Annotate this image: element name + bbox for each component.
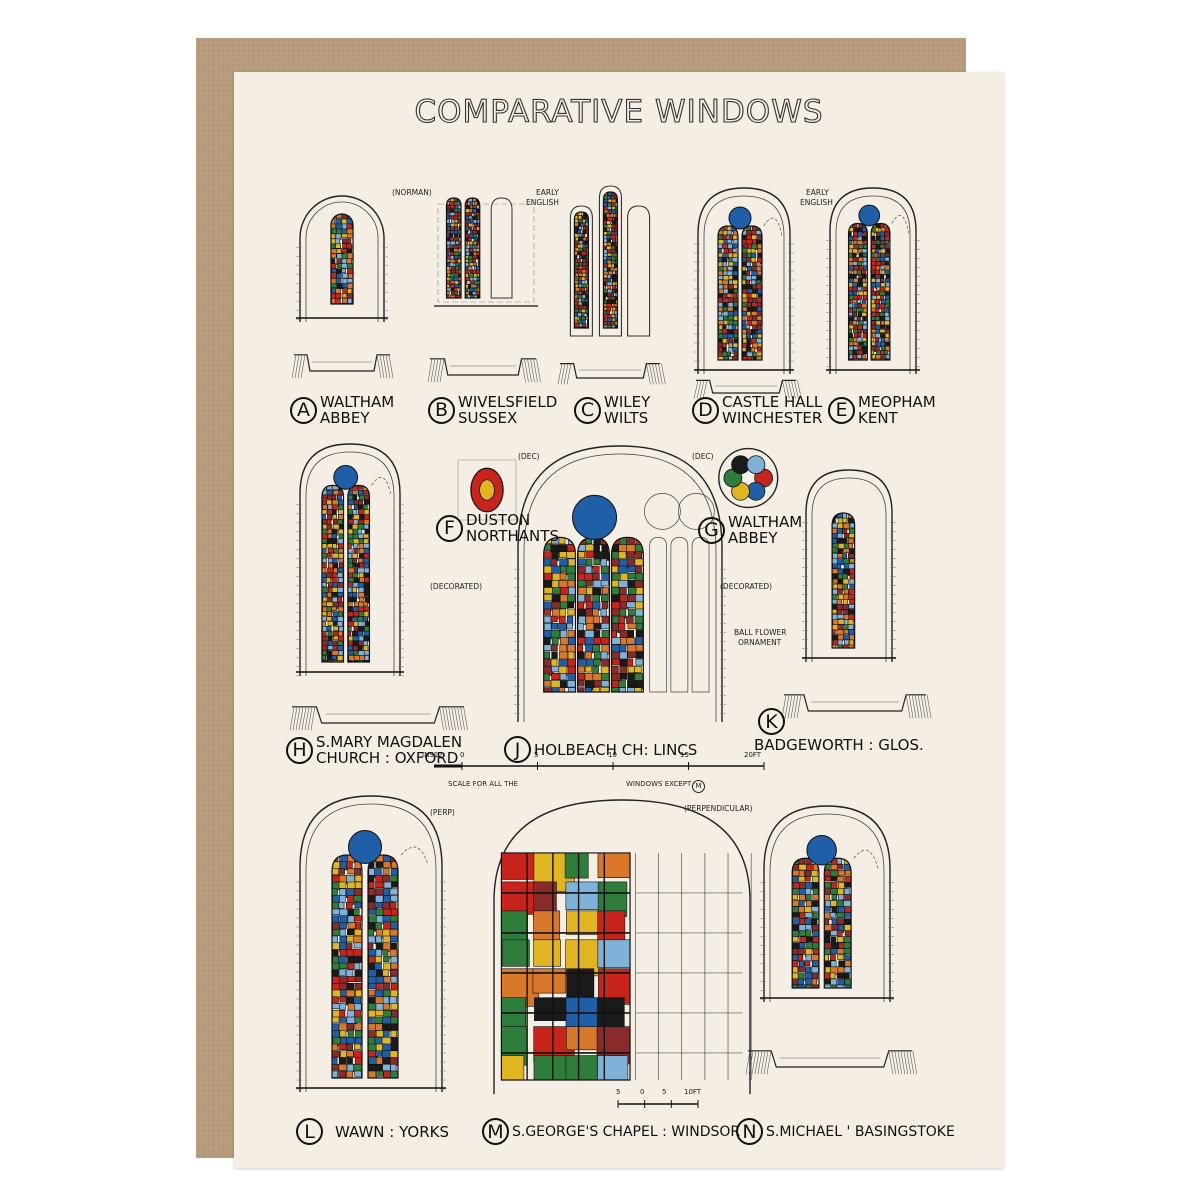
sill-a: [291, 354, 394, 379]
m-scale-tick-10ft: 10FT: [684, 1088, 702, 1096]
label-h-line1: S.MARY MAGDALEN: [316, 733, 463, 751]
label-l-line1: WAWN : YORKS: [335, 1122, 450, 1141]
label-c-line2: WILTS: [604, 409, 649, 427]
label-e-line2: KENT: [858, 409, 898, 427]
window-e-drawing: [826, 187, 920, 374]
note-decorated-j: (DECORATED): [720, 582, 773, 591]
note-early-english-2b: ENGLISH: [800, 198, 833, 207]
note-dec-f: (DEC): [518, 452, 540, 461]
window-c-drawing: [569, 185, 651, 337]
window-g-drawing: [718, 447, 779, 509]
label-a-line1: WALTHAM: [320, 393, 395, 411]
greeting-card: COMPARATIVE WINDOWS INS12 0 5 10 15 20FT…: [234, 72, 1004, 1168]
label-n-line1: S.MICHAEL ' BASINGSTOKE: [766, 1123, 955, 1140]
scale-bar-m: [617, 1100, 699, 1108]
label-l: L WAWN : YORKS: [296, 1118, 449, 1145]
sill-k: [781, 694, 932, 719]
window-a-drawing: [296, 195, 388, 322]
note-perpendicular: (PERPENDICULAR): [684, 804, 753, 813]
letter-h: H: [286, 736, 313, 764]
window-k-drawing: [802, 469, 896, 662]
sill-d: [693, 379, 802, 399]
scale-tick-0: 0: [460, 751, 465, 759]
letter-m: M: [482, 1118, 509, 1145]
letter-j: J: [504, 736, 531, 763]
note-early-english-2a: EARLY: [806, 188, 829, 197]
sill-b: [427, 358, 541, 383]
window-j-drawing: [514, 445, 726, 722]
letter-e: E: [828, 396, 855, 424]
window-h-drawing: [296, 443, 404, 677]
label-d-line1: CASTLE HALL: [722, 393, 823, 411]
letter-f: F: [436, 514, 463, 542]
window-m-drawing: [493, 799, 752, 1094]
scale-except-letter: M: [692, 780, 705, 793]
label-d-line2: WINCHESTER: [722, 409, 823, 427]
label-b-line1: WIVELSFIELD: [458, 393, 558, 411]
label-g-line2: ABBEY: [728, 529, 778, 547]
label-f-line2: NORTHANTS: [466, 527, 559, 545]
label-c-line1: WILEY: [604, 393, 651, 411]
label-e-line1: MEOPHAM: [858, 393, 936, 411]
sill-n: [745, 1050, 918, 1075]
m-scale-tick-0: 0: [640, 1088, 645, 1096]
label-f-line1: DUSTON: [466, 511, 531, 529]
window-l-drawing: [296, 795, 446, 1092]
letter-l: L: [296, 1118, 323, 1145]
letter-n: N: [736, 1118, 763, 1145]
sill-c: [557, 363, 666, 385]
window-b-drawing: [434, 197, 538, 307]
letter-b: B: [428, 396, 455, 424]
m-scale-tick-5b: 5: [662, 1088, 667, 1096]
note-ball-flower-1: BALL FLOWER: [734, 628, 787, 637]
label-b-line2: SUSSEX: [458, 409, 518, 427]
letter-a: A: [290, 396, 317, 424]
window-d-drawing: [694, 187, 794, 374]
label-n: N S.MICHAEL ' BASINGSTOKE: [736, 1118, 955, 1145]
note-perp: (PERP): [430, 808, 455, 817]
label-h-line2: CHURCH : OXFORD: [316, 749, 459, 767]
letter-c: C: [574, 396, 601, 424]
note-early-english-1b: ENGLISH: [526, 198, 559, 207]
scale-tick-ins12: INS12: [422, 751, 443, 759]
letter-k: K: [758, 708, 785, 735]
scale-tick-20ft: 20FT: [744, 751, 762, 759]
note-ball-flower-2: ORNAMENT: [738, 638, 782, 647]
label-j-line1: HOLBEACH CH: LINCS: [534, 740, 698, 759]
note-norman: (NORMAN): [392, 188, 432, 197]
m-scale-tick-5: 5: [616, 1088, 621, 1096]
window-n-drawing: [760, 805, 894, 1002]
label-j: J HOLBEACH CH: LINCS: [504, 736, 697, 763]
label-k: K BADGEWORTH : GLOS.: [754, 708, 924, 753]
window-f-drawing: [457, 459, 517, 521]
scale-tick-15: 15: [680, 751, 689, 759]
label-m-line1: S.GEORGE'S CHAPEL : WINDSOR: [512, 1123, 741, 1140]
sill-h: [289, 706, 468, 731]
label-k-line1: BADGEWORTH : GLOS.: [754, 736, 924, 754]
letter-d: D: [692, 396, 719, 424]
label-m: M S.GEORGE'S CHAPEL : WINDSOR: [482, 1118, 740, 1145]
note-dec-g: (DEC): [692, 452, 714, 461]
scale-caption-left: SCALE FOR ALL THE: [448, 780, 519, 788]
note-decorated-h: (DECORATED): [430, 582, 483, 591]
scale-caption-right: WINDOWS EXCEPT: [626, 780, 692, 788]
scale-tick-10: 10: [608, 751, 617, 759]
card-title: COMPARATIVE WINDOWS: [414, 93, 824, 130]
label-a-line2: ABBEY: [320, 409, 370, 427]
scale-tick-5: 5: [534, 751, 539, 759]
label-g-line1: WALTHAM: [728, 513, 803, 531]
letter-g: G: [698, 516, 725, 544]
note-early-english-1a: EARLY: [536, 188, 559, 197]
scale-bar: [434, 762, 765, 770]
